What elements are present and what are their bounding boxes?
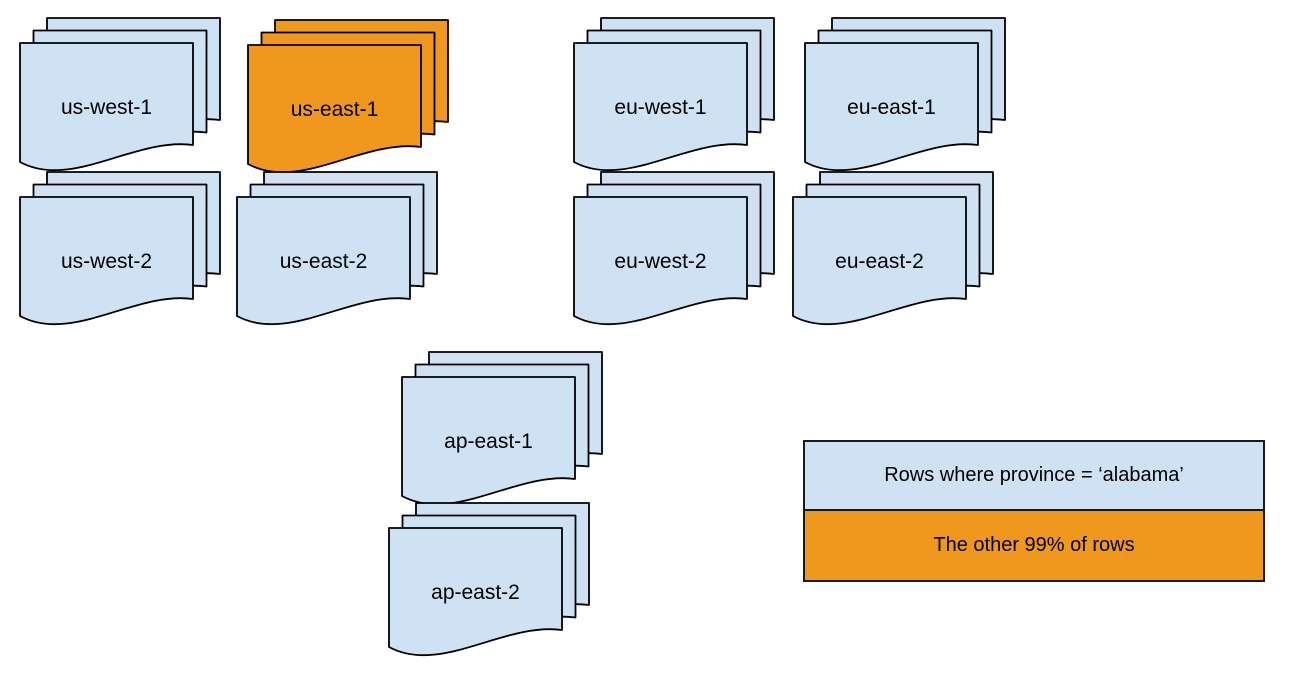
legend-item-label: Rows where province = ‘alabama’ xyxy=(884,464,1184,486)
region-label: us-east-1 xyxy=(291,98,379,121)
document-stack-icon: eu-east-2 xyxy=(792,171,994,326)
region-stack-eu-west-2: eu-west-2 xyxy=(573,171,779,332)
region-label: ap-east-1 xyxy=(444,430,533,453)
region-label: us-east-2 xyxy=(280,250,368,273)
legend-item-0: Rows where province = ‘alabama’ xyxy=(805,442,1263,511)
region-label: eu-east-2 xyxy=(835,250,924,273)
document-stack-icon: ap-east-2 xyxy=(388,502,590,657)
legend-item-1: The other 99% of rows xyxy=(805,511,1263,580)
region-label: eu-west-1 xyxy=(614,96,706,119)
document-stack-icon: us-east-2 xyxy=(236,171,438,326)
region-stack-eu-west-1: eu-west-1 xyxy=(573,17,779,178)
region-label: ap-east-2 xyxy=(431,581,520,604)
legend-item-label: The other 99% of rows xyxy=(933,534,1135,556)
document-stack-icon: ap-east-1 xyxy=(401,351,603,506)
document-stack-icon: us-west-2 xyxy=(19,171,221,326)
region-stack-eu-east-1: eu-east-1 xyxy=(804,17,1010,178)
document-stack-icon: us-west-1 xyxy=(19,17,221,172)
region-label: us-west-2 xyxy=(61,250,152,273)
region-stack-ap-east-2: ap-east-2 xyxy=(388,502,594,663)
legend: Rows where province = ‘alabama’ The othe… xyxy=(803,440,1265,582)
region-label: eu-east-1 xyxy=(847,96,936,119)
region-stack-us-east-1: us-east-1 xyxy=(247,19,453,180)
region-stack-ap-east-1: ap-east-1 xyxy=(401,351,607,512)
document-stack-icon: us-east-1 xyxy=(247,19,449,174)
document-stack-icon: eu-west-2 xyxy=(573,171,775,326)
region-label: us-west-1 xyxy=(61,96,152,119)
region-stack-us-west-2: us-west-2 xyxy=(19,171,225,332)
region-stack-us-east-2: us-east-2 xyxy=(236,171,442,332)
document-stack-icon: eu-east-1 xyxy=(804,17,1006,172)
region-stack-eu-east-2: eu-east-2 xyxy=(792,171,998,332)
region-label: eu-west-2 xyxy=(614,250,706,273)
region-stack-us-west-1: us-west-1 xyxy=(19,17,225,178)
document-stack-icon: eu-west-1 xyxy=(573,17,775,172)
